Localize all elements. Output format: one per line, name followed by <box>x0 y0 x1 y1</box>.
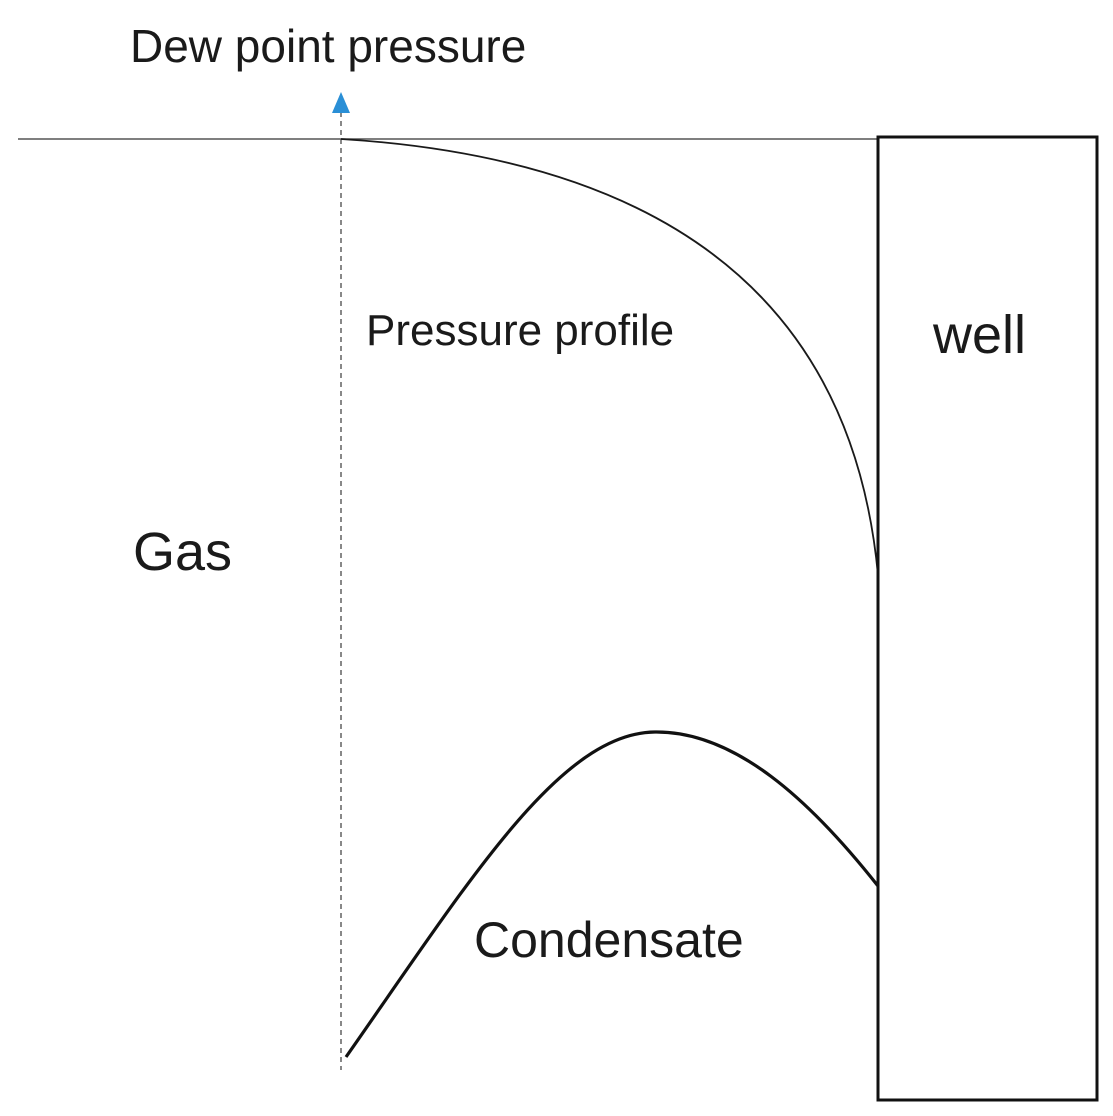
condensate-label: Condensate <box>474 912 744 968</box>
condensate-curve <box>344 730 880 1058</box>
dew-point-label: Dew point pressure <box>130 20 526 72</box>
pressure-profile-curve <box>340 138 879 576</box>
pressure-profile-label: Pressure profile <box>366 306 674 355</box>
well-label: well <box>932 305 1026 365</box>
gas-label: Gas <box>133 522 232 582</box>
arrow-up-icon <box>332 92 350 113</box>
well-box <box>876 135 1099 1102</box>
